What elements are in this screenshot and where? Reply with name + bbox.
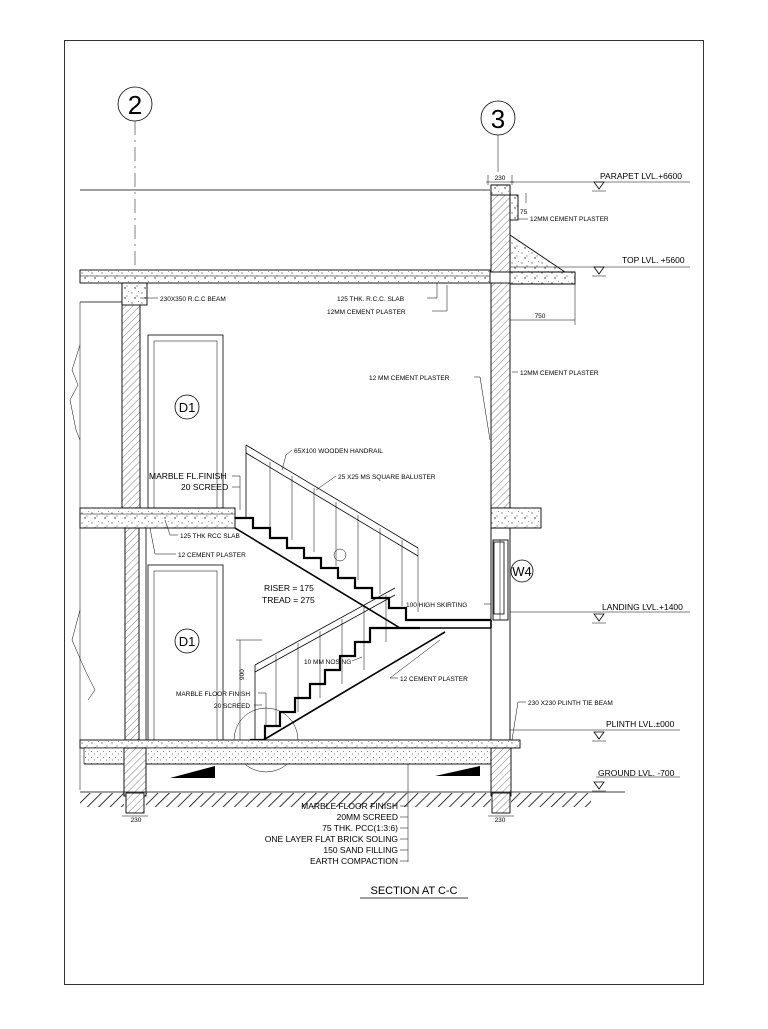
label-plinth-beam: 230 X230 PLINTH TIE BEAM	[528, 700, 613, 707]
dim-parapet-small: 75	[520, 209, 528, 216]
level-label-parapet: PARAPET LVL.+6600	[600, 171, 682, 181]
grid-label-2: 2	[128, 90, 142, 120]
label-riser: RISER = 175	[264, 583, 314, 593]
level-ground: GROUND LVL. -700	[592, 768, 680, 792]
upper-stair-flight	[234, 516, 492, 629]
floor-layer-5: 150 SAND FILLING	[323, 845, 398, 855]
door-upper: D1	[147, 334, 224, 509]
window-tag: W4	[512, 564, 532, 579]
upper-handrail	[245, 444, 419, 612]
detail-circle-small	[333, 548, 347, 562]
dim-wall-bottom-right: 230	[495, 817, 506, 824]
dim-wall-top: 230	[495, 175, 506, 182]
label-skirting: 100 HIGH SKIRTING	[406, 602, 467, 609]
level-plinth: PLINTH LVL.±000	[510, 719, 680, 742]
floor-layer-1: MARBLE FLOOR FINISH	[301, 801, 398, 811]
floor-layer-4: ONE LAYER FLAT BRICK SOLING	[265, 834, 398, 844]
floor-layer-6: EARTH COMPACTION	[310, 856, 398, 866]
label-wall-plaster-inner: 12 MM CEMENT PLASTER	[369, 375, 450, 382]
label-slab-plaster: 12MM CEMENT PLASTER	[327, 309, 406, 316]
floor-layer-2: 20MM SCREED	[337, 812, 398, 822]
label-beam: 230X350 R.C.C BEAM	[160, 296, 226, 303]
label-rcc-slab-125: 125 THK RCC SLAB	[180, 533, 240, 540]
level-label-top: TOP LVL. +5600	[622, 255, 685, 265]
annotations: 230X350 R.C.C BEAM 125 THK. R.C.C. SLAB …	[140, 283, 613, 741]
door-tag-lower: D1	[179, 634, 196, 649]
dim-rail-height: 900	[239, 669, 246, 680]
level-label-plinth: PLINTH LVL.±000	[606, 719, 675, 729]
floor-layers-callout: MARBLE FLOOR FINISH 20MM SCREED 75 THK. …	[265, 764, 409, 866]
label-handrail: 65X100 WOODEN HANDRAIL	[294, 448, 383, 455]
parapet: 230 75 12MM CEMENT PLASTER	[486, 175, 609, 273]
lower-handrail: 900	[236, 587, 396, 740]
window-w4: W4	[493, 541, 534, 615]
label-screed-small: 20 SCREED	[214, 703, 250, 710]
first-floor-slab	[79, 507, 542, 529]
title-text: SECTION AT C-C	[371, 885, 458, 897]
label-screed-20: 20 SCREED	[181, 482, 228, 492]
level-parapet: PARAPET LVL.+6600	[510, 171, 690, 192]
door-tag-upper: D1	[179, 400, 196, 415]
label-parapet-plaster: 12MM CEMENT PLASTER	[530, 216, 609, 223]
floor-layer-3: 75 THK. PCC(1:3:6)	[322, 823, 398, 833]
label-wall-plaster-outer: 12MM CEMENT PLASTER	[520, 370, 599, 377]
level-top: TOP LVL. +5600	[510, 255, 690, 277]
label-baluster: 25 X25 MS SQUARE BALUSTER	[338, 474, 436, 481]
label-nosing: 10 MM NOSING	[304, 659, 351, 666]
left-wall	[121, 282, 148, 741]
label-marble-finish: MARBLE FL.FINISH	[149, 471, 226, 481]
right-wall	[490, 282, 511, 741]
label-cement-plaster-12: 12 CEMENT PLASTER	[178, 552, 246, 559]
level-label-landing: LANDING LVL.+1400	[602, 602, 683, 612]
label-tread: TREAD = 275	[262, 595, 315, 605]
sheet-border	[64, 40, 704, 985]
grid-label-3: 3	[491, 104, 505, 134]
door-lower: D1	[147, 564, 224, 741]
dim-wall-bottom-left: 230	[131, 817, 142, 824]
plinth-floor: 230 230	[79, 739, 625, 824]
drawing-title: SECTION AT C-C	[360, 885, 468, 899]
level-landing: LANDING LVL.+1400	[510, 602, 690, 624]
label-marble-floor-small: MARBLE FLOOR FINISH	[176, 691, 250, 698]
dim-overhang: 750	[535, 313, 546, 320]
roof-slab: 750	[79, 234, 576, 325]
left-adjacent-structure	[69, 189, 490, 790]
label-lower-plaster: 12 CEMENT PLASTER	[400, 676, 468, 683]
grid-line-3: 3	[480, 100, 516, 172]
label-slab: 125 THK. R.C.C. SLAB	[337, 296, 404, 303]
level-label-ground: GROUND LVL. -700	[598, 768, 675, 778]
lower-stair-flight	[250, 626, 446, 746]
